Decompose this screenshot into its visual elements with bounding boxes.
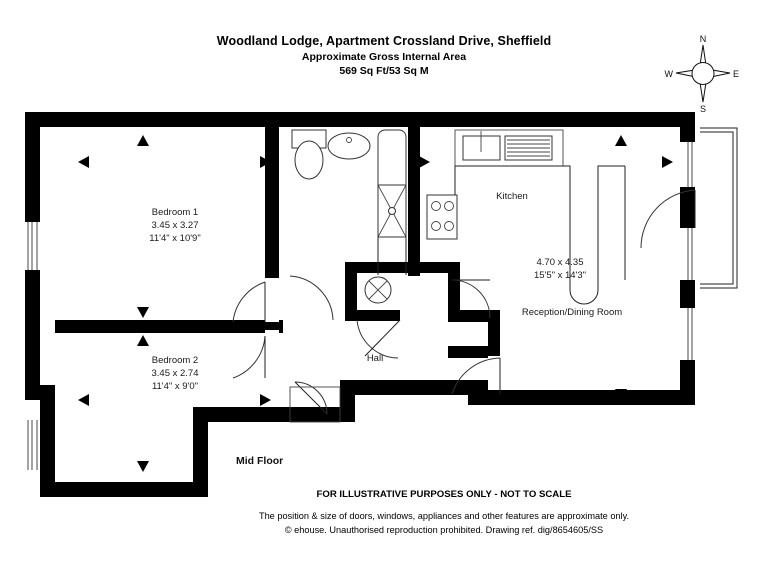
window-reception-gap2	[680, 228, 695, 280]
hob-ring-4	[444, 221, 454, 231]
label-bedroom1-metric: 3.45 x 3.27	[151, 220, 198, 231]
perimeter-walls	[25, 112, 695, 497]
kitchen-peninsula-icon	[455, 165, 625, 305]
label-mid-floor: Mid Floor	[236, 455, 283, 467]
door-cupboard-swing	[356, 319, 399, 359]
partition-bedroom1-bedroom2	[55, 320, 283, 333]
kitchen-sink-icon	[462, 135, 501, 161]
balcony-outline	[700, 127, 738, 289]
wall-hall-bottom-left	[340, 380, 388, 394]
door-bedroom2-gap	[265, 330, 279, 378]
cupboard-wall-bottom-left	[345, 310, 400, 321]
label-reception-imperial: 15'5" x 14'3"	[534, 270, 586, 281]
marker-reception-bottom	[615, 389, 627, 400]
hob-ring-2	[444, 201, 454, 211]
shower-drain-icon	[388, 207, 396, 215]
cupboard-wall-right	[448, 262, 460, 320]
door-reception-swing	[451, 357, 501, 395]
disclaimer-block: FOR ILLUSTRATIVE PURPOSES ONLY - NOT TO …	[259, 489, 629, 535]
door-entrance-swing	[294, 381, 328, 415]
window-bedroom2-gap	[25, 420, 40, 470]
cylinder-cross-b	[368, 280, 388, 300]
basin-icon	[327, 132, 371, 160]
dimension-markers	[78, 135, 673, 472]
partition-bedroom1-bathroom	[265, 127, 279, 275]
toilet-icon	[294, 140, 324, 180]
window-reception-gap3	[680, 308, 695, 360]
window-bedroom1-gap	[25, 222, 40, 270]
wall-hall-bottom-right	[448, 380, 488, 394]
door-bedroom1-swing	[232, 281, 266, 323]
cupboard-wall-top	[345, 262, 460, 273]
door-bathroom-swing	[289, 275, 334, 321]
label-kitchen-name: Kitchen	[496, 191, 528, 202]
kitchen-fixtures	[426, 129, 626, 305]
partition-bathroom-kitchen	[408, 127, 420, 275]
door-balcony-swing	[640, 189, 696, 249]
wall-structure	[25, 112, 695, 497]
label-bedroom1-name: Bedroom 1	[152, 207, 198, 218]
marker-bedroom2-top	[137, 335, 149, 346]
compass-label-east: E	[733, 69, 739, 79]
door-bedroom1-gap	[265, 278, 279, 322]
room-labels: Bedroom 1 3.45 x 3.27 11'4" x 10'9" Bedr…	[149, 191, 622, 467]
hall-storage-unit	[289, 386, 341, 423]
door-kitchen-swing	[451, 279, 491, 319]
door-reception-gap	[488, 356, 502, 382]
label-reception-name: Reception/Dining Room	[522, 307, 622, 318]
disclaimer-line1: FOR ILLUSTRATIVE PURPOSES ONLY - NOT TO …	[317, 489, 573, 500]
marker-bedroom1-bottom	[137, 307, 149, 318]
windows	[25, 142, 695, 470]
label-hall-name: Hall	[367, 353, 383, 364]
marker-bedroom1-top	[137, 135, 149, 146]
cylinder-symbol	[364, 276, 392, 304]
marker-bathroom-right	[419, 156, 430, 168]
wall-hall-reception-lower	[448, 346, 500, 358]
marker-bedroom2-bottom	[137, 461, 149, 472]
marker-bedroom2-right	[260, 394, 271, 406]
hob-ring-1	[431, 201, 441, 211]
door-bedroom2-swing	[232, 335, 266, 379]
label-reception-metric: 4.70 x 4.35	[536, 257, 583, 268]
label-bedroom2-imperial: 11'4" x 9'0"	[152, 381, 198, 392]
compass-label-south: S	[700, 104, 706, 114]
disclaimer-line2: The position & size of doors, windows, a…	[259, 511, 629, 521]
compass-rose: N S E W	[665, 34, 740, 114]
marker-reception-right	[662, 156, 673, 168]
hob-ring-3	[431, 221, 441, 231]
marker-reception-top	[615, 135, 627, 146]
wall-kitchen-nib	[408, 262, 420, 276]
cupboard-wall-left	[345, 262, 357, 320]
label-bedroom2-name: Bedroom 2	[152, 355, 198, 366]
compass-label-north: N	[700, 34, 707, 44]
bathroom-fixtures	[291, 129, 407, 275]
compass-circle	[691, 62, 715, 85]
door-cupboard-leaf	[364, 319, 401, 357]
plan-area: 569 Sq Ft/53 Sq M	[339, 65, 429, 77]
plan-title: Woodland Lodge, Apartment Crossland Driv…	[217, 34, 551, 48]
compass-label-west: W	[665, 69, 674, 79]
disclaimer-line3: © ehouse. Unauthorised reproduction proh…	[285, 525, 603, 535]
hob-icon	[426, 194, 458, 240]
balcony-edge-inner	[700, 131, 734, 285]
title-block: Woodland Lodge, Apartment Crossland Driv…	[217, 34, 551, 77]
label-bedroom2-metric: 3.45 x 2.74	[151, 368, 198, 379]
plan-subtitle: Approximate Gross Internal Area	[302, 51, 466, 63]
basin-tap-icon	[346, 137, 352, 143]
marker-bedroom2-left	[78, 394, 89, 406]
partition-stub-bedroom1	[265, 262, 279, 282]
marker-bedroom1-left	[78, 156, 89, 168]
wall-hall-reception-upper	[448, 310, 500, 322]
label-bedroom1-imperial: 11'4" x 10'9"	[149, 233, 200, 244]
window-reception-gap1	[680, 142, 695, 187]
doors	[232, 189, 696, 423]
marker-bedroom1-right	[260, 156, 271, 168]
balcony-edge	[700, 127, 738, 289]
